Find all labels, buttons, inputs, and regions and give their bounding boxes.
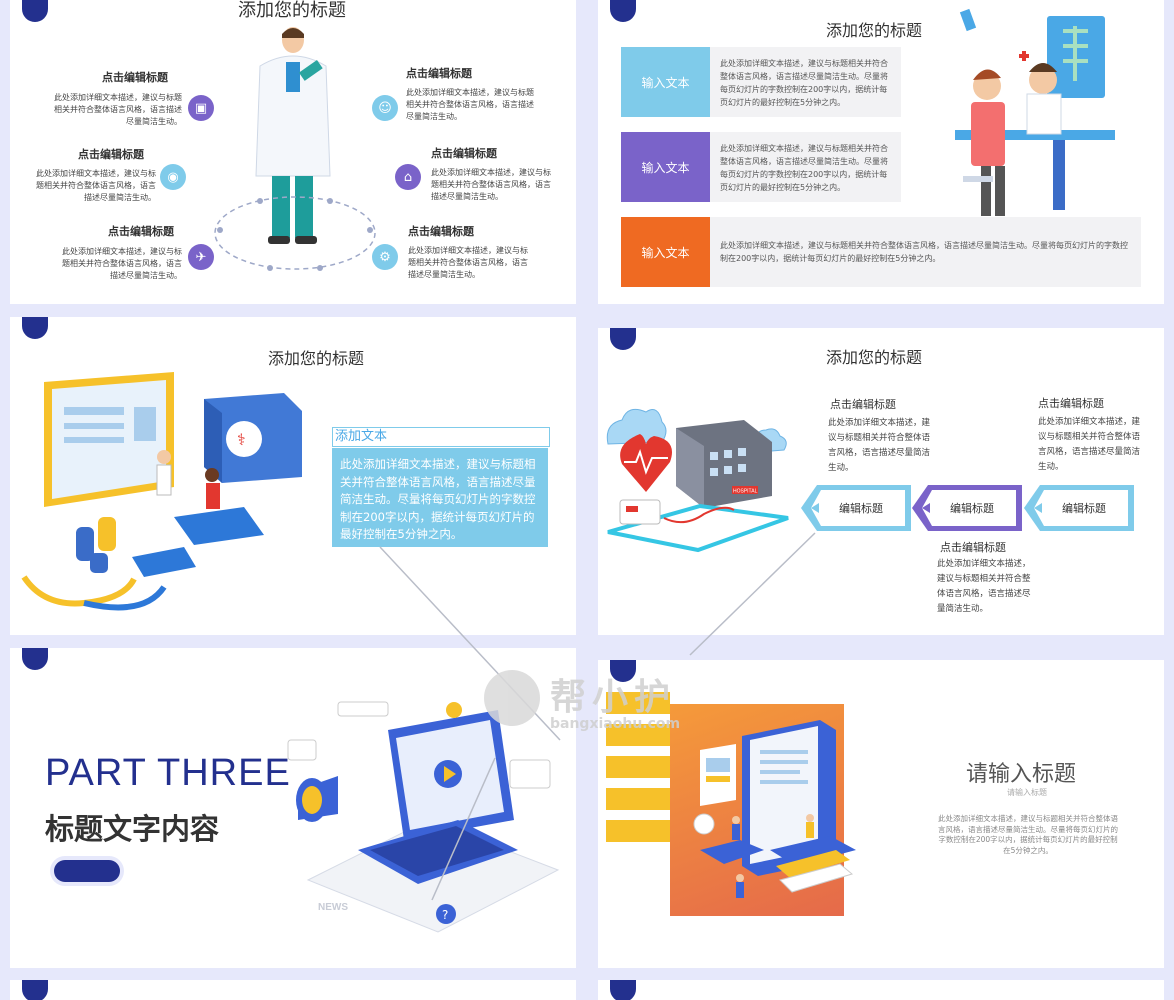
yellow-strip: [606, 692, 670, 714]
watermark: 帮小护 bangxiaohu.com: [484, 668, 724, 738]
arrow-label: 编辑标题: [950, 502, 994, 515]
svg-text:⚕: ⚕: [237, 430, 246, 449]
medical-isometric-illustration: ⚕: [21, 372, 302, 611]
item-desc: 此处添加详细文本描述，建议与标题相关并符合整体语言风格，语言描述尽量简洁生动。: [408, 246, 528, 279]
row-label: 输入文本: [621, 132, 710, 202]
arrow-button[interactable]: 编辑标题: [1024, 485, 1134, 531]
text-row[interactable]: 输入文本 此处添加详细文本描述，建议与标题相关并符合整体语言风格，语言描述尽量简…: [621, 132, 901, 204]
item-heading: 点击编辑标题: [1038, 397, 1104, 410]
watermark-url: bangxiaohu.com: [550, 716, 681, 732]
text-box[interactable]: 添加文本 此处添加详细文本描述，建议与标题相关并符合整体语言风格，语言描述尽量简…: [332, 427, 550, 547]
row-body: 此处添加详细文本描述，建议与标题相关并符合整体语言风格，语言描述尽量简洁生动。尽…: [710, 47, 901, 117]
news-label: NEWS: [318, 902, 348, 913]
slide-1[interactable]: 添加您的标题 点击编辑标题 此处添加详细文本描述，建议与标题相关并符合整体语言风…: [10, 0, 576, 304]
home-icon: ⌂: [395, 164, 421, 190]
dropbox-icon: ▣: [188, 95, 214, 121]
pill-button[interactable]: [54, 860, 120, 882]
settings-icon: ⚙: [372, 244, 398, 270]
slide-tab: [22, 648, 48, 670]
item-heading: 点击编辑标题: [830, 398, 896, 411]
item-desc: 此处添加详细文本描述，建议与标题相关并符合整体语言风格，语言描述尽量简洁生动。: [937, 559, 1031, 614]
arrow-label: 编辑标题: [839, 502, 883, 515]
users-icon: ☺: [372, 95, 398, 121]
arrow-shape: [1024, 485, 1134, 531]
slide-title: 添加您的标题: [268, 349, 365, 368]
slide-tab: [22, 980, 48, 1000]
row-desc: 此处添加详细文本描述，建议与标题相关并符合整体语言风格，语言描述尽量简洁生动。尽…: [720, 144, 888, 192]
item-heading: 点击编辑标题: [108, 225, 174, 238]
item-desc: 此处添加详细文本描述，建议与标题相关并符合整体语言风格，语言描述尽量简洁生动。: [828, 418, 931, 473]
item-heading: 点击编辑标题: [408, 225, 474, 238]
item-desc: 此处添加详细文本描述，建议与标题相关并符合整体语言风格，语言描述尽量简洁生动。: [36, 169, 156, 202]
signal-icon: ◉: [160, 164, 186, 190]
slide-tab: [22, 317, 48, 339]
clinic-illustration: [955, 8, 1115, 216]
text-box-desc: 此处添加详细文本描述，建议与标题相关并符合整体语言风格，语言描述尽量简洁生动。尽…: [340, 457, 536, 541]
watermark-name: 帮小护: [550, 677, 677, 718]
arrow-button[interactable]: 编辑标题: [912, 485, 1022, 531]
orbit-ring: [214, 196, 376, 271]
item-desc: 此处添加详细文本描述，建议与标题相关并符合整体语言风格，语言描述尽量简洁生动。: [406, 88, 534, 121]
item-heading: 点击编辑标题: [431, 147, 497, 160]
arrow-label: 编辑标题: [1062, 502, 1106, 515]
slide-title: 请输入标题: [966, 762, 1077, 787]
watermark-logo-icon: [484, 670, 540, 726]
slide-2[interactable]: 添加您的标题 输入文本 此处添加详细文本描述，建议与标题相关并符合整体语言风格，…: [598, 0, 1164, 304]
item-desc: 此处添加详细文本描述，建议与标题相关并符合整体语言风格，语言描述尽量简洁生动。: [62, 247, 182, 280]
hospital-illustration: HOSPITAL: [606, 408, 789, 553]
slide-tab: [610, 980, 636, 1000]
part-subtitle: 标题文字内容: [45, 812, 220, 846]
hospital-sign: HOSPITAL: [733, 489, 758, 495]
yellow-strip: [606, 724, 670, 746]
study-isometric-illustration: [693, 720, 856, 898]
airplane-icon: ✈: [188, 244, 214, 270]
row-desc: 此处添加详细文本描述，建议与标题相关并符合整体语言风格，语言描述尽量简洁生动。尽…: [720, 241, 1128, 263]
arrow-button[interactable]: 编辑标题: [801, 485, 911, 531]
slide-tab: [22, 0, 48, 22]
row-label: 输入文本: [621, 217, 710, 287]
text-box-title: 添加文本: [332, 427, 550, 447]
slide-title: 添加您的标题: [826, 348, 923, 367]
yellow-strip: [606, 756, 670, 778]
row-body: 此处添加详细文本描述，建议与标题相关并符合整体语言风格，语言描述尽量简洁生动。尽…: [710, 217, 1141, 287]
arrow-shape: [801, 485, 911, 531]
item-desc: 此处添加详细文本描述，建议与标题相关并符合整体语言风格，语言描述尽量简洁生动。: [54, 93, 182, 126]
yellow-strip: [606, 820, 670, 842]
text-row[interactable]: 输入文本 此处添加详细文本描述，建议与标题相关并符合整体语言风格，语言描述尽量简…: [621, 47, 901, 119]
text-row[interactable]: 输入文本 此处添加详细文本描述，建议与标题相关并符合整体语言风格，语言描述尽量简…: [621, 217, 1141, 289]
slide-4[interactable]: 添加您的标题 HOSPITAL 编辑标题 编辑标题: [598, 328, 1164, 635]
yellow-strip: [606, 788, 670, 810]
row-body: 此处添加详细文本描述，建议与标题相关并符合整体语言风格，语言描述尽量简洁生动。尽…: [710, 132, 901, 202]
arrow-shape: [912, 485, 1022, 531]
row-label: 输入文本: [621, 47, 710, 117]
slide-tab: [610, 660, 636, 682]
item-desc: 此处添加详细文本描述，建议与标题相关并符合整体语言风格，语言描述尽量简洁生动。: [431, 168, 551, 201]
doctor-illustration: [255, 27, 331, 244]
item-heading: 点击编辑标题: [102, 71, 168, 84]
slide-title: 添加您的标题: [238, 0, 346, 21]
row-desc: 此处添加详细文本描述，建议与标题相关并符合整体语言风格，语言描述尽量简洁生动。尽…: [720, 59, 888, 107]
part-heading: PART THREE: [45, 752, 291, 794]
slide-desc: 此处添加详细文本描述，建议与标题相关并符合整体语言风格，语言描述尽量简洁生动。尽…: [938, 814, 1118, 855]
slide-7-partial: [10, 980, 576, 1000]
svg-text:?: ?: [442, 908, 448, 922]
text-box-body: 此处添加详细文本描述，建议与标题相关并符合整体语言风格，语言描述尽量简洁生动。尽…: [332, 448, 548, 547]
slide-subtitle: 请输入标题: [1007, 788, 1047, 797]
slide-8-partial: [598, 980, 1164, 1000]
item-heading: 点击编辑标题: [940, 541, 1006, 554]
item-heading: 点击编辑标题: [406, 67, 472, 80]
slide-6[interactable]: 请输入标题 请输入标题 此处添加详细文本描述，建议与标题相关并符合整体语言风格，…: [598, 660, 1164, 968]
slide-tab: [610, 0, 636, 22]
slide-title: 添加您的标题: [826, 21, 923, 40]
slide-3[interactable]: 添加您的标题 ⚕ 添加文本 此处添加详细文本描述，建议与标题相关并符合整体语言风…: [10, 317, 576, 635]
item-heading: 点击编辑标题: [78, 148, 144, 161]
slide-tab: [610, 328, 636, 350]
item-desc: 此处添加详细文本描述，建议与标题相关并符合整体语言风格，语言描述尽量简洁生动。: [1038, 417, 1141, 472]
